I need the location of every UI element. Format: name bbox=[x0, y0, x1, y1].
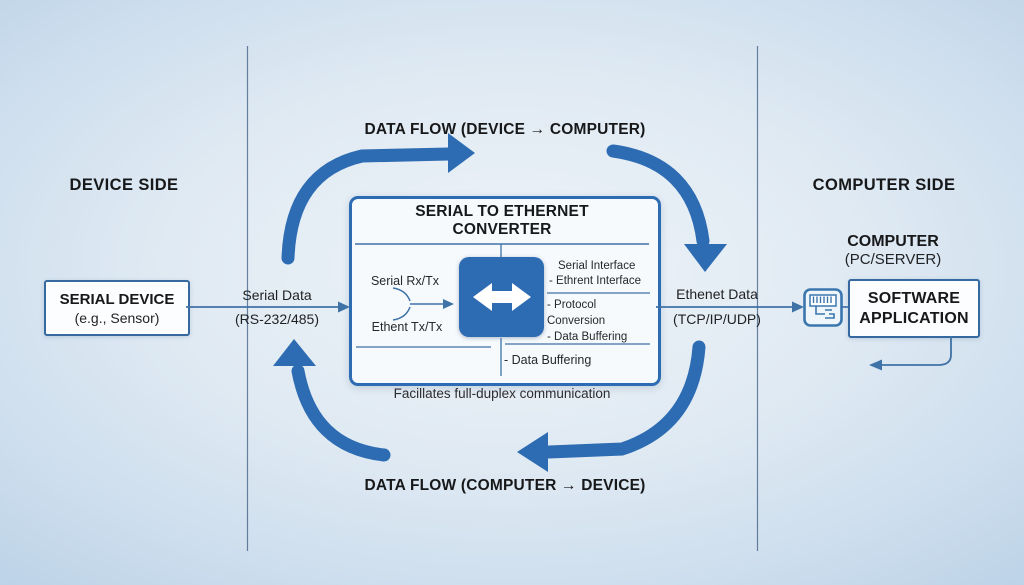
flow-arrowhead-top bbox=[448, 133, 475, 173]
converter-core-box bbox=[459, 257, 544, 337]
converter-serial-rxtx-label: Serial Rx/Tx bbox=[370, 274, 440, 288]
serial-device-subtitle: (e.g., Sensor) bbox=[74, 309, 160, 326]
ethernet-data-arrowhead bbox=[792, 301, 804, 313]
converter-ethernet-txtx-label: Ethent Tx/Tx bbox=[371, 320, 443, 334]
double-headed-arrow-icon bbox=[472, 283, 531, 311]
serial-data-label: Serial Data bbox=[242, 287, 312, 303]
software-return-line bbox=[881, 336, 952, 366]
converter-data-buffering-label: - Data Buffering bbox=[547, 331, 628, 343]
serial-device-title: SERIAL DEVICE bbox=[59, 290, 175, 308]
software-title-line1: SOFTWARE bbox=[867, 289, 961, 307]
software-return-arrowhead bbox=[869, 359, 882, 371]
data-flow-bottom-label: DATA FLOW (COMPUTER → DEVICE) bbox=[364, 477, 646, 494]
software-application-box: SOFTWARE APPLICATION bbox=[848, 279, 980, 338]
converter-right-list-top: Serial Interface - Ethrent Interface bbox=[549, 259, 653, 289]
converter-protocol-conversion-label: - Protocol Conversion bbox=[547, 299, 606, 327]
converter-bottom-data-buffering-label: - Data Buffering bbox=[504, 353, 592, 367]
flow-arrowhead-bottom bbox=[517, 432, 548, 472]
converter-title-line1: SERIAL TO ETHERNET bbox=[415, 203, 589, 220]
converter-serial-interface-label: Serial Interface bbox=[558, 260, 636, 272]
ethernet-data-protocol-label: (TCP/IP/UDP) bbox=[673, 311, 761, 327]
computer-label-line2: (PC/SERVER) bbox=[844, 251, 942, 268]
serial-data-protocol-label: (RS-232/485) bbox=[234, 311, 320, 327]
data-flow-top-label: DATA FLOW (DEVICE → COMPUTER) bbox=[364, 121, 646, 138]
converter-caption: Facillates full-duplex communication bbox=[393, 386, 611, 401]
device-side-heading: DEVICE SIDE bbox=[69, 176, 179, 194]
ethernet-port-icon bbox=[803, 288, 843, 327]
converter-title-line2: CONVERTER bbox=[452, 220, 552, 238]
converter-ethernet-interface-label: - Ethrent Interface bbox=[549, 275, 642, 287]
flow-arrowhead-left bbox=[273, 339, 316, 366]
software-title-line2: APPLICATION bbox=[859, 309, 969, 327]
converter-title: SERIAL TO ETHERNET CONVERTER bbox=[354, 203, 650, 238]
computer-side-heading: COMPUTER SIDE bbox=[812, 176, 956, 194]
flow-arrowhead-right bbox=[684, 244, 727, 272]
computer-label-line1: COMPUTER bbox=[847, 233, 939, 250]
ethernet-data-label: Ethenet Data bbox=[676, 286, 758, 302]
converter-right-list-mid: - Protocol Conversion - Data Buffering bbox=[547, 297, 655, 345]
serial-device-box: SERIAL DEVICE (e.g., Sensor) bbox=[44, 280, 190, 336]
